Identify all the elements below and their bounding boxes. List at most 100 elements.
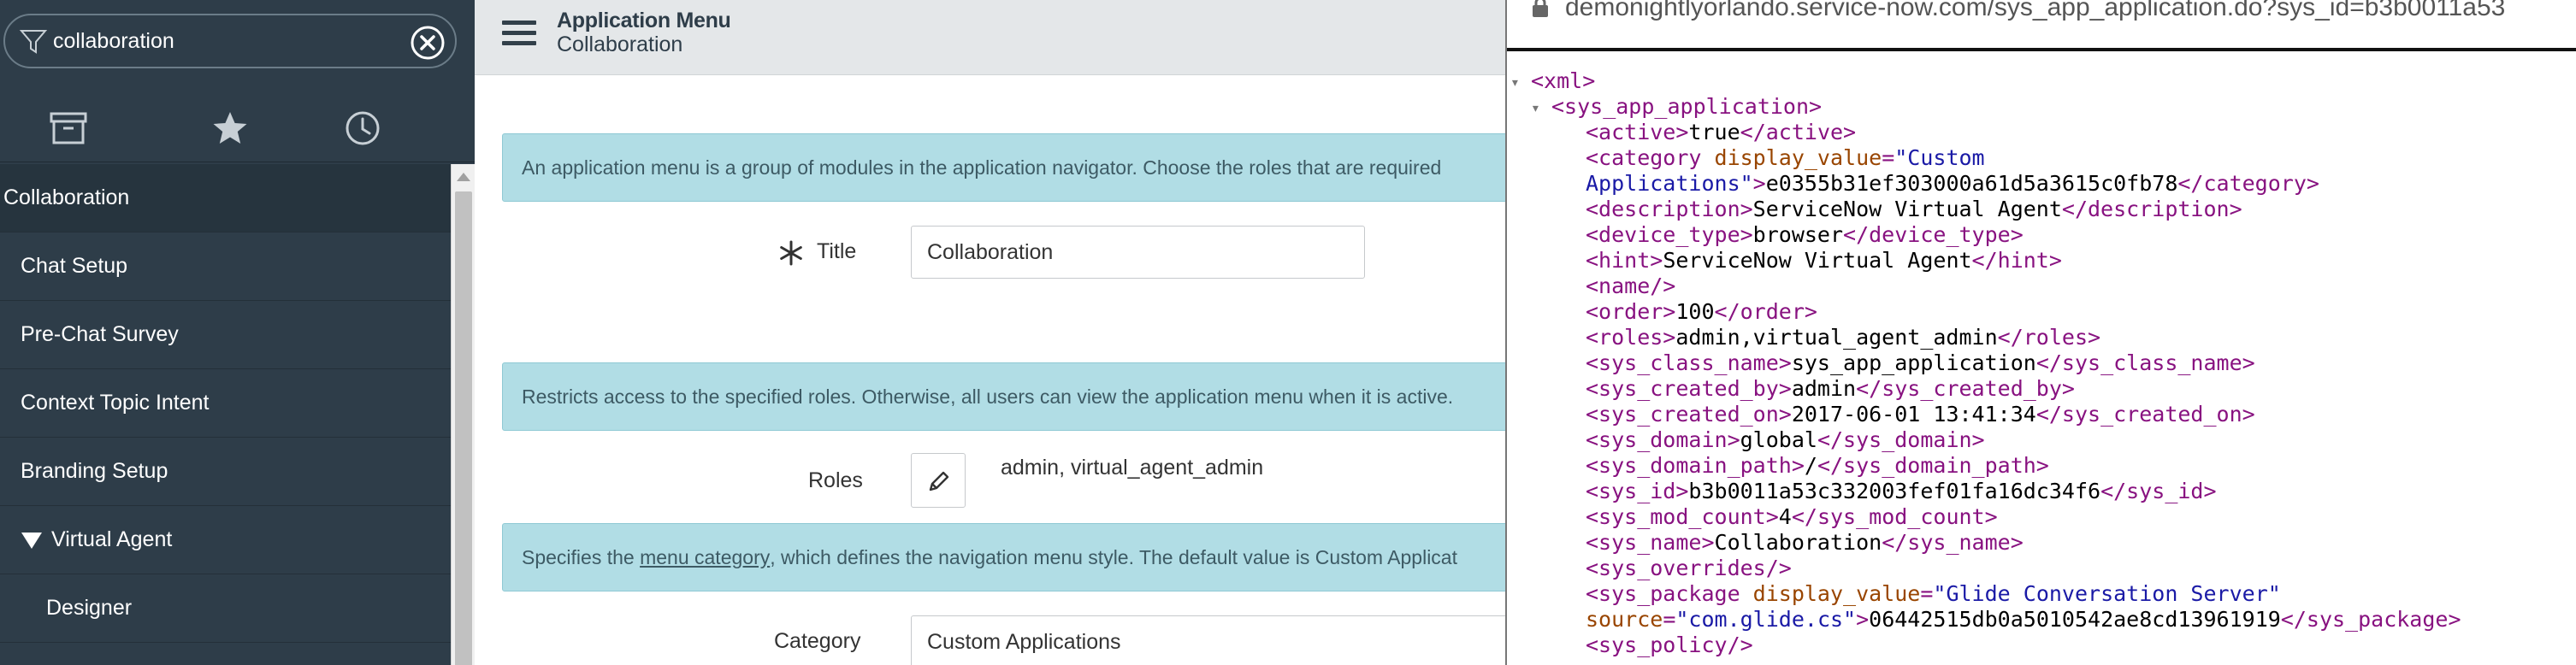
nav-item-label: Branding Setup: [21, 459, 168, 483]
xml-line: <order>100</order>: [1586, 299, 1817, 325]
star-icon: [213, 112, 247, 144]
xml-token-tag: </active>: [1740, 120, 1857, 144]
url-text[interactable]: demonightlyorlando.service-now.com/sys_a…: [1565, 0, 2506, 21]
xml-line: <sys_created_on>2017-06-01 13:41:34</sys…: [1586, 402, 2255, 427]
xml-token-tag: </sys_domain>: [1817, 427, 1985, 452]
navigator-filter: [3, 14, 457, 68]
xml-token-tag: <hint>: [1586, 248, 1663, 273]
nav-item-label: Chat Setup: [21, 254, 128, 278]
xml-token-txt: admin: [1791, 376, 1857, 401]
xml-line: Applications">e0355b31ef303000a61d5a3615…: [1586, 171, 2319, 197]
info-text: An application menu is a group of module…: [522, 156, 1442, 179]
application-navigator: Collaboration Chat Setup Pre-Chat Survey…: [0, 0, 475, 665]
xml-token-tag: <xml>: [1531, 68, 1596, 93]
xml-token-tag: <device_type>: [1586, 222, 1753, 247]
collapse-triangle-icon[interactable]: ▾: [1531, 99, 1540, 117]
nav-app-collaboration[interactable]: Collaboration: [0, 164, 451, 232]
xml-token-txt: global: [1740, 427, 1817, 452]
tab-all-applications[interactable]: [46, 106, 91, 150]
scroll-up-arrow-icon[interactable]: [457, 173, 470, 181]
xml-token-tag: </hint>: [1971, 248, 2062, 273]
nav-item-label: Designer: [46, 596, 133, 620]
info-category: Specifies the menu category , which defi…: [502, 523, 1505, 591]
nav-item-label: Context Topic Intent: [21, 391, 210, 415]
xml-token-txt: true: [1688, 120, 1740, 144]
nav-module-virtual-agent[interactable]: Virtual Agent: [0, 506, 451, 574]
xml-line: <sys_app_application>: [1551, 94, 1822, 120]
xml-line: <sys_created_by>admin</sys_created_by>: [1586, 376, 2075, 402]
pencil-icon: [929, 471, 949, 491]
xml-token-tag: <sys_class_name>: [1586, 350, 1792, 375]
xml-token-attr: display_value: [1752, 581, 1921, 606]
tab-history[interactable]: [340, 106, 385, 150]
xml-token-txt: admin,virtual_agent_admin: [1675, 325, 1998, 350]
xml-token-tag: </sys_class_name>: [2035, 350, 2255, 375]
navigator-scrollbar[interactable]: [451, 164, 475, 665]
xml-token-tag: >: [1752, 171, 1766, 196]
xml-line: <sys_policy/>: [1586, 633, 1753, 658]
xml-token-tag: <description>: [1586, 197, 1753, 221]
xml-token-txt: sys_app_application: [1791, 350, 2036, 375]
xml-token-tag: </roles>: [1997, 325, 2101, 350]
category-select[interactable]: Custom Applications: [911, 615, 1505, 665]
xml-line: <sys_package display_value="Glide Conver…: [1586, 581, 2281, 607]
xml-viewer: demonightlyorlando.service-now.com/sys_a…: [1505, 0, 2576, 665]
xml-line: <category display_value="Custom: [1586, 145, 1985, 171]
xml-token-tag: <sys_domain>: [1586, 427, 1740, 452]
xml-token-tag: <sys_domain_path>: [1586, 453, 1805, 478]
xml-line: <sys_name>Collaboration</sys_name>: [1586, 530, 2024, 556]
xml-token-txt: /: [1804, 453, 1817, 478]
xml-token-tag: <sys_mod_count>: [1586, 504, 1779, 529]
xml-token-txt: b3b0011a53c332003fef01fa16dc34f6: [1688, 479, 2101, 503]
xml-token-txt: ServiceNow Virtual Agent: [1752, 197, 2062, 221]
xml-token-tag: =: [1663, 607, 1676, 632]
roles-value: admin, virtual_agent_admin: [1001, 456, 1264, 480]
hamburger-menu-icon[interactable]: [502, 21, 536, 51]
roles-label: Roles: [808, 468, 863, 492]
nav-module-context-topic-intent[interactable]: Context Topic Intent: [0, 369, 451, 438]
info-text: Restricts access to the specified roles.…: [522, 385, 1454, 408]
nav-module-chat-setup[interactable]: Chat Setup: [0, 232, 451, 301]
xml-token-tag: </sys_created_on>: [2035, 402, 2255, 427]
lock-icon: [1533, 0, 1548, 17]
navigator-filter-input[interactable]: [53, 24, 395, 58]
title-input[interactable]: Collaboration: [911, 226, 1365, 279]
xml-token-val: "Glide Conversation Server": [1933, 581, 2281, 606]
mandatory-asterisk-icon: [780, 240, 802, 266]
caret-down-icon[interactable]: [21, 530, 43, 550]
nav-module-pre-chat-survey[interactable]: Pre-Chat Survey: [0, 301, 451, 369]
xml-token-tag: <sys_name>: [1586, 530, 1715, 555]
xml-token-txt: 100: [1675, 299, 1715, 324]
address-bar[interactable]: demonightlyorlando.service-now.com/sys_a…: [1507, 0, 2576, 51]
xml-token-txt: browser: [1752, 222, 1844, 247]
scrollbar-thumb[interactable]: [455, 191, 472, 665]
filter-icon: [19, 30, 48, 54]
navigator-list: Collaboration Chat Setup Pre-Chat Survey…: [0, 164, 451, 665]
category-label: Category: [774, 629, 861, 653]
collapse-triangle-icon[interactable]: ▾: [1510, 74, 1520, 91]
form-type-label: Application Menu: [557, 9, 731, 32]
xml-token-tag: </sys_domain_path>: [1817, 453, 2049, 478]
nav-module-designer[interactable]: Designer: [0, 574, 451, 643]
xml-token-txt: 06442515db0a5010542ae8cd13961919: [1869, 607, 2281, 632]
xml-token-tag: </sys_mod_count>: [1791, 504, 1998, 529]
menu-category-link[interactable]: menu category: [640, 545, 771, 568]
xml-token-tag: <roles>: [1586, 325, 1676, 350]
nav-item-label: Virtual Agent: [51, 527, 173, 551]
xml-token-txt: 2017-06-01 13:41:34: [1791, 402, 2036, 427]
nav-module-branding-setup[interactable]: Branding Setup: [0, 438, 451, 506]
xml-token-tag: </description>: [2061, 197, 2242, 221]
tab-favorites[interactable]: [208, 106, 252, 150]
xml-line: <name/>: [1586, 274, 1675, 299]
xml-token-attr: source: [1586, 607, 1663, 632]
xml-token-txt: Collaboration: [1714, 530, 1882, 555]
xml-token-tag: =: [1882, 145, 1895, 170]
xml-token-attr: display_value: [1714, 145, 1882, 170]
xml-token-tag: >: [1856, 607, 1870, 632]
xml-token-tag: </sys_id>: [2100, 479, 2217, 503]
clear-filter-icon[interactable]: [409, 24, 446, 62]
nav-item-label: Pre-Chat Survey: [21, 322, 179, 346]
xml-line: <description>ServiceNow Virtual Agent</d…: [1586, 197, 2242, 222]
edit-roles-button[interactable]: [911, 453, 966, 508]
xml-token-tag: =: [1920, 581, 1934, 606]
